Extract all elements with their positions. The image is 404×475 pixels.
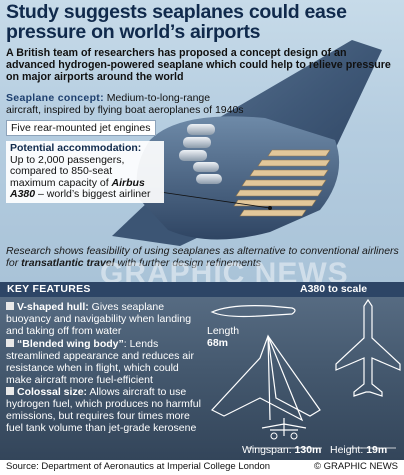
wingspan-label: Wingspan: 130m	[242, 444, 321, 456]
concept-label: Seaplane concept:	[6, 92, 104, 104]
length-label: Length 68m	[207, 325, 239, 349]
seaplane-side-view	[210, 305, 296, 318]
length-value: 68m	[207, 337, 229, 349]
intro-text: A British team of researchers has propos…	[6, 47, 391, 83]
research-before: Research shows feasibility of using seap…	[6, 245, 399, 269]
accommodation-text-before: Up to 2,000 passengers, compared to 850-…	[10, 153, 125, 189]
feature-blended-wing: “Blended wing body”: Lends streamlined a…	[6, 338, 202, 386]
accommodation-box: Potential accommodation: Up to 2,000 pas…	[6, 141, 164, 203]
feature-hull-title: V-shaped hull:	[17, 301, 89, 313]
seaplane-illustration	[112, 40, 382, 246]
length-label-text: Length	[207, 325, 240, 337]
height-label: Height: 19m	[330, 444, 387, 456]
seaplane-concept: Seaplane concept: Medium-to-long-range a…	[6, 92, 246, 116]
jet-engines-label: Five rear-mounted jet engines	[6, 120, 156, 136]
credit-text: © GRAPHIC NEWS	[313, 461, 398, 472]
height-value: 19m	[366, 444, 388, 456]
source-text: Source: Department of Aeronautics at Imp…	[6, 461, 271, 472]
key-features-bar	[0, 282, 404, 297]
research-after: with further design refinements	[114, 257, 262, 269]
research-bold: transatlantic travel	[21, 257, 115, 269]
accommodation-heading: Potential accommodation:	[10, 142, 142, 154]
bullet-square-icon	[6, 387, 14, 395]
front-view	[261, 418, 307, 436]
seaplane-top-view	[211, 334, 304, 422]
passenger-decks	[233, 149, 331, 217]
wingspan-label-text: Wingspan:	[242, 444, 295, 456]
feature-blended-text: : Lends streamlined appearance and reduc…	[6, 338, 194, 386]
accommodation-text-after: – world’s biggest airliner	[35, 188, 151, 201]
wingspan-value: 130m	[294, 444, 322, 456]
jet-engines	[179, 124, 222, 184]
bullet-square-icon	[6, 339, 14, 347]
page-title: Study suggests seaplanes could ease pres…	[6, 1, 347, 43]
feature-hull-text: Gives seaplane buoyancy and navigability…	[6, 301, 192, 337]
key-features-heading: Key Features	[7, 283, 91, 295]
feature-hull: V-shaped hull: Gives seaplane buoyancy a…	[6, 301, 202, 337]
height-label-text: Height:	[330, 444, 367, 456]
feature-size-text: Allows aircraft to use hydrogen fuel, wh…	[6, 386, 201, 434]
accommodation-airbus: Airbus A380	[10, 176, 145, 201]
sea-background	[0, 282, 404, 460]
feature-size: Colossal size: Allows aircraft to use hy…	[6, 386, 202, 434]
bullet-square-icon	[6, 302, 14, 310]
concept-text: Medium-to-long-range aircraft, inspired …	[6, 92, 244, 116]
research-note: Research shows feasibility of using seap…	[6, 245, 400, 269]
fuselage-body	[136, 116, 340, 240]
scale-comparison-drawing	[210, 298, 401, 449]
scale-heading: A380 to scale	[300, 283, 368, 295]
footer-bar	[0, 460, 404, 475]
a380-top-view	[335, 298, 401, 397]
feature-blended-title: “Blended wing body”	[17, 338, 124, 350]
feature-size-title: Colossal size:	[17, 386, 88, 398]
